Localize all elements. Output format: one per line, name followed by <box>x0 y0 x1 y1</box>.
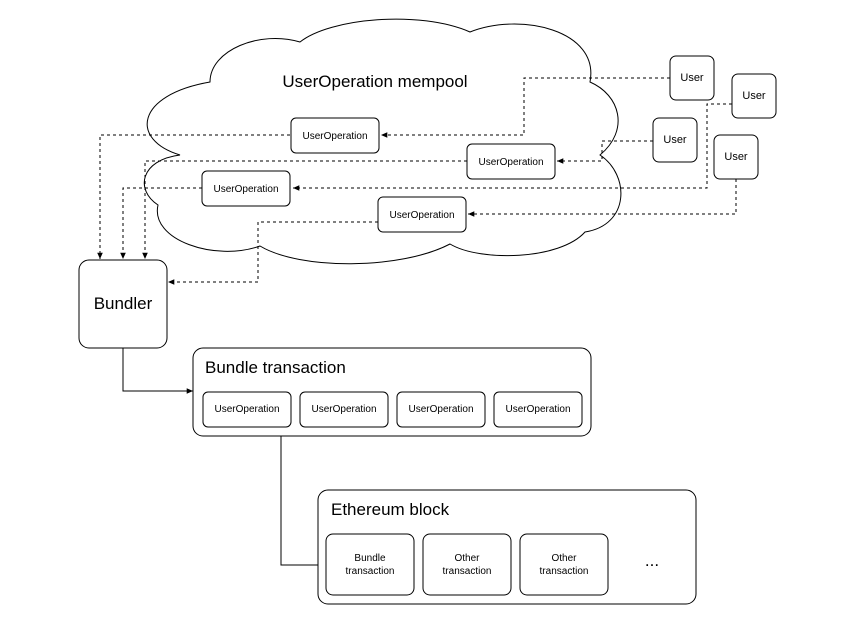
svg-text:Other: Other <box>454 553 480 564</box>
svg-text:UserOperation: UserOperation <box>389 210 454 221</box>
mempool-title: UserOperation mempool <box>282 72 467 91</box>
user-to-operation-arrows <box>293 77 737 217</box>
bundle-operation: UserOperation <box>299 391 389 428</box>
svg-text:User: User <box>724 151 748 163</box>
svg-text:UserOperation: UserOperation <box>302 131 367 142</box>
user-box: User <box>669 55 715 101</box>
svg-text:User: User <box>680 72 704 84</box>
mempool-operation: UserOperation <box>466 143 556 180</box>
svg-text:UserOperation: UserOperation <box>505 404 570 415</box>
block-ellipsis: ... <box>645 551 659 570</box>
user-box: User <box>731 73 777 119</box>
operation-to-bundler-arrows <box>97 134 467 285</box>
mempool-operation: UserOperation <box>377 196 467 233</box>
bundler-to-bundle-arrow <box>122 348 193 394</box>
bundle-operation: UserOperation <box>396 391 486 428</box>
block-transaction: Bundle transaction <box>325 533 415 596</box>
bundle-to-block-arrow <box>280 436 326 568</box>
svg-text:transaction: transaction <box>346 566 395 577</box>
bundle-transaction-title: Bundle transaction <box>205 358 346 377</box>
svg-text:User: User <box>742 90 766 102</box>
svg-text:Bundle: Bundle <box>354 553 386 564</box>
svg-text:Bundler: Bundler <box>94 294 153 313</box>
ethereum-block-title: Ethereum block <box>331 500 450 519</box>
mempool-operation: UserOperation <box>201 170 291 207</box>
svg-text:Other: Other <box>551 553 577 564</box>
block-transaction: Other transaction <box>519 533 609 596</box>
bundle-transaction-box: Bundle transaction <box>192 347 592 437</box>
bundle-operation: UserOperation <box>202 391 292 428</box>
svg-text:UserOperation: UserOperation <box>311 404 376 415</box>
svg-text:UserOperation: UserOperation <box>478 157 543 168</box>
svg-text:User: User <box>663 134 687 146</box>
bundle-operation: UserOperation <box>493 391 583 428</box>
block-transaction: Other transaction <box>422 533 512 596</box>
mempool-operation: UserOperation <box>290 117 380 154</box>
svg-text:UserOperation: UserOperation <box>408 404 473 415</box>
user-box: User <box>652 117 698 163</box>
svg-text:UserOperation: UserOperation <box>213 184 278 195</box>
svg-text:UserOperation: UserOperation <box>214 404 279 415</box>
svg-text:transaction: transaction <box>443 566 492 577</box>
svg-text:transaction: transaction <box>540 566 589 577</box>
user-box: User <box>713 134 759 180</box>
bundler-box: Bundler <box>78 259 168 349</box>
